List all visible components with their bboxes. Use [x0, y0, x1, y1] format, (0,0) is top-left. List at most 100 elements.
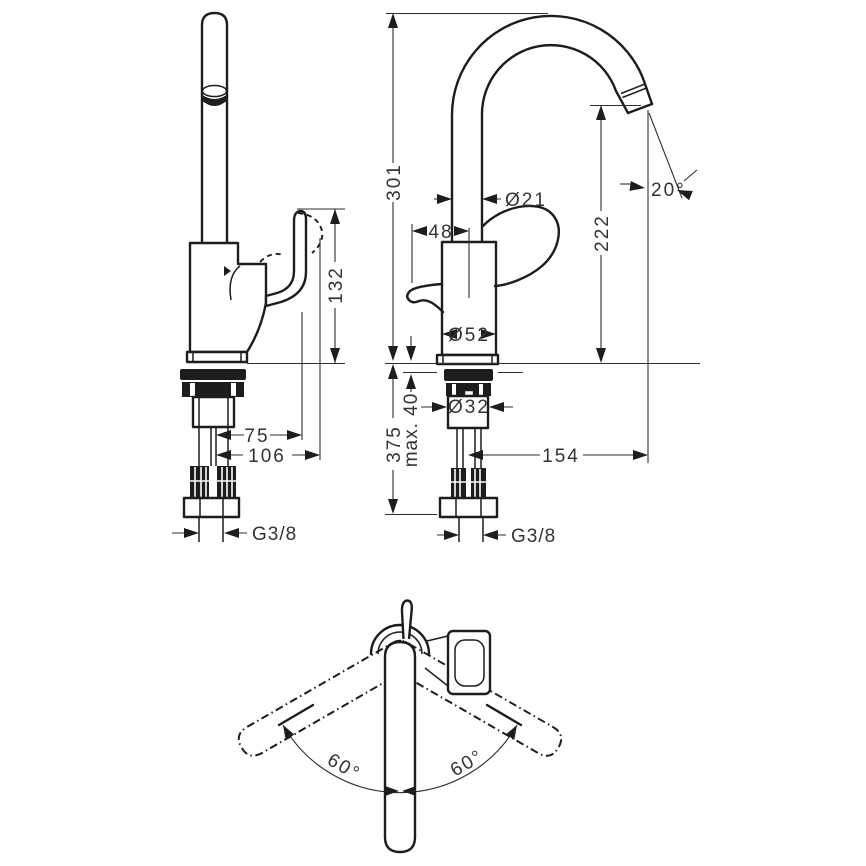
side-aerator-band [202, 95, 227, 106]
swivel-center-arrow-left [385, 786, 399, 796]
dim-20-arrow-right [677, 190, 693, 201]
dim-g38-right-arrow-b [483, 530, 498, 540]
dim-g38-right-arrow-a [444, 530, 459, 540]
dim-75-arrow-left [216, 430, 231, 440]
front-spout-inner [480, 43, 630, 244]
front-mount-slot-left [452, 384, 456, 395]
front-aerator-joint [620, 83, 647, 99]
top-handle-inner [454, 639, 485, 687]
dim-375-arrow-top [388, 364, 398, 379]
dim-20-tail-right [683, 169, 698, 182]
top-view: 60° 60° [237, 599, 563, 854]
side-mount-flange [180, 369, 246, 380]
swivel-arc-arrow-right [505, 725, 517, 740]
top-handle-body [446, 629, 492, 696]
dim-106-label: 106 [248, 446, 286, 467]
dim-301-label: 301 [384, 163, 405, 201]
dim-154-arrow-left [468, 450, 483, 460]
side-body-inner-curve [229, 265, 241, 301]
swivel-arc-arrow-left [283, 725, 295, 740]
side-hose-braid [190, 467, 236, 497]
front-shank [446, 394, 490, 430]
dim-d32-arrow-right [489, 402, 504, 412]
dim-75-label: 75 [244, 426, 269, 447]
front-spout-endcap [626, 102, 654, 115]
side-aerator-ring [201, 84, 228, 98]
dim-48-arrow-right [454, 226, 469, 236]
front-base-ticks [442, 355, 493, 364]
top-tick-left [277, 703, 315, 727]
top-body-arc-outer [369, 623, 431, 656]
front-spout-fill [452, 15, 652, 242]
front-pipe-stub [458, 517, 484, 542]
dim-132-extension [247, 208, 345, 365]
dim-20-arrow-left [629, 180, 645, 191]
dim-375-arrow-bottom [388, 499, 398, 514]
side-body-mark [224, 266, 231, 276]
dim-106-arrow-right [305, 450, 320, 460]
dim-d52-arrow-right [481, 329, 496, 339]
dim-48-label: 48 [428, 222, 453, 243]
side-pipe-stub [198, 517, 224, 542]
dim-132-arrow-bottom [330, 348, 340, 363]
side-supply-pipes [198, 427, 229, 466]
dim-222-arrow-bottom [596, 348, 606, 363]
dim-106-arrow-left [216, 450, 231, 460]
side-handle-raised-dashed [297, 212, 324, 254]
front-mount-flange [444, 369, 493, 381]
outlet-angle-line [648, 112, 683, 199]
dim-g38-left-label: G3/8 [252, 524, 297, 545]
front-hose-right [471, 468, 486, 498]
side-mount-nut [182, 382, 244, 397]
dim-375-label: 375 [384, 425, 405, 463]
front-hose-braid [451, 469, 486, 497]
dim-d32-label: Ø32 [448, 397, 490, 418]
dim-d32-arrow-left [432, 402, 447, 412]
dim-d21-arrow-right [482, 194, 497, 204]
dim-154-label: 154 [542, 446, 580, 467]
side-base-ticks [192, 352, 242, 362]
front-view: 301 Ø21 48 222 20° Ø52 Ø32 [384, 12, 700, 547]
front-hose-left [451, 468, 466, 498]
front-handle-loop [481, 204, 560, 288]
dim-222-arrow-top [596, 105, 606, 120]
dim-20-label: 20° [651, 180, 686, 201]
dim-max40-arrow-top [406, 346, 416, 361]
side-spout-pipe [200, 11, 229, 243]
swivel-arc [282, 724, 518, 794]
dim-132-arrow-top [330, 209, 340, 224]
side-body [188, 241, 268, 354]
dim-g38-left-arrow-b [224, 528, 239, 538]
front-side-lip [406, 282, 445, 314]
side-view: 132 75 106 G3/8 [172, 11, 347, 545]
side-hex-facets [199, 498, 224, 517]
dim-75-arrow-right [287, 430, 302, 440]
dim-d21-arrow-left [437, 194, 452, 204]
dim-48-arrow-left [412, 226, 427, 236]
side-shank-block [191, 395, 236, 429]
dim-g38-right-label: G3/8 [511, 526, 556, 547]
side-handle [264, 209, 308, 308]
dim-154-arrow-right [633, 450, 648, 460]
top-tick-right [485, 703, 523, 727]
side-mount-slot-left [190, 383, 195, 396]
front-base-plate [435, 353, 500, 366]
top-spout-center [383, 640, 417, 854]
front-hex-facets [455, 498, 482, 517]
side-base-plate [185, 350, 249, 364]
dim-d52-arrow-left [442, 329, 457, 339]
side-shank-lines [198, 397, 229, 427]
top-handle-connectors [424, 635, 449, 687]
dim-132-label: 132 [326, 266, 347, 304]
dim-max40-arrow-bottom [406, 374, 416, 389]
front-mount-slot-right [479, 384, 483, 395]
front-spout-outer [450, 14, 654, 244]
dim-301-arrow-top [388, 13, 398, 28]
top-body-arc-inner [377, 631, 423, 655]
dim-222-label: 222 [592, 214, 613, 252]
top-lever [400, 599, 414, 640]
front-supply-pipes [456, 428, 482, 468]
side-hex-nut [182, 496, 241, 519]
front-hex-nut [438, 496, 499, 519]
